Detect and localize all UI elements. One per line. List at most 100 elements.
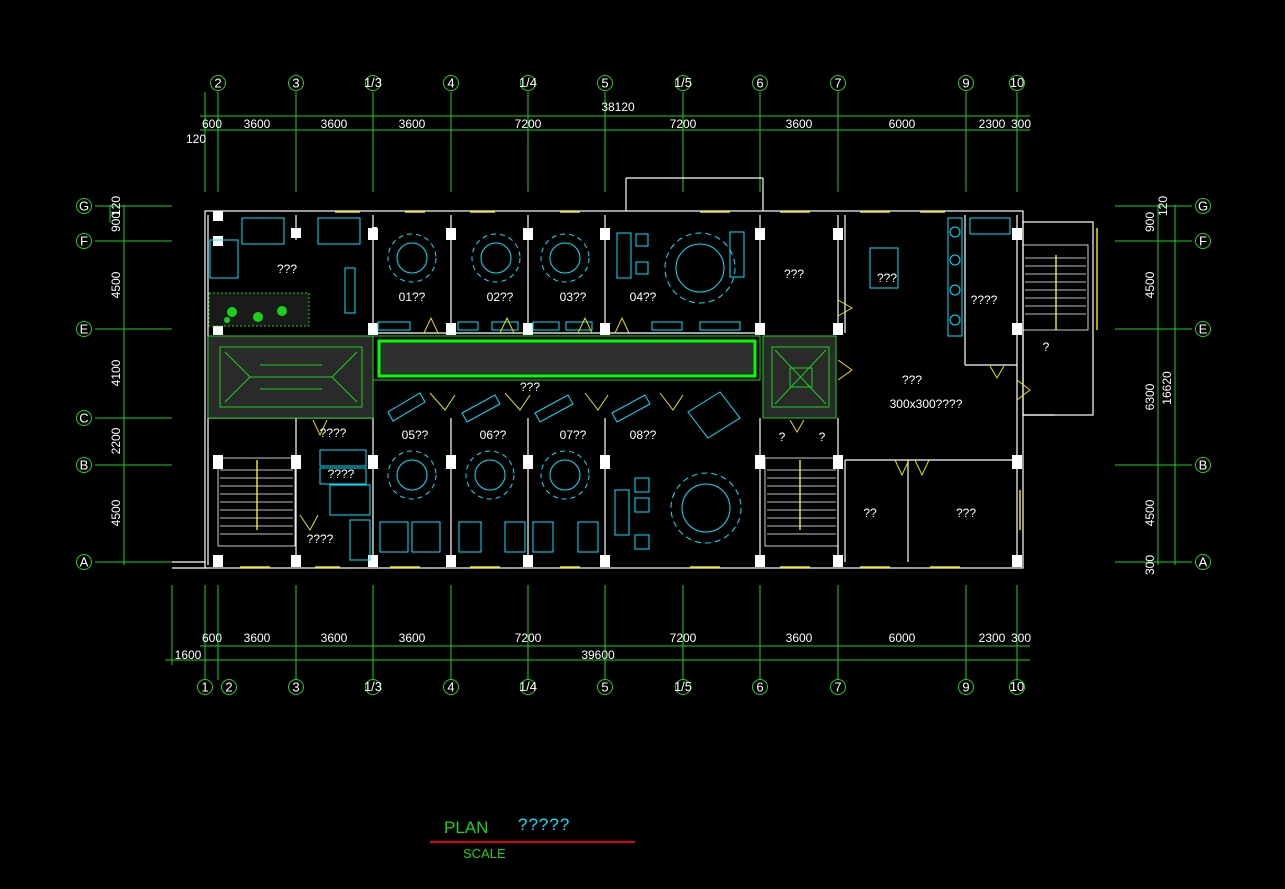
axis-bubble: 1/5 xyxy=(674,75,692,91)
room-label-stair-q1: ? xyxy=(779,430,786,444)
room-label-01: 01?? xyxy=(399,290,426,304)
room-label-small-b: ??? xyxy=(956,506,976,520)
axis-bubble: 2 xyxy=(210,75,226,91)
dimension-text: 6000 xyxy=(889,117,916,131)
dimension-text: 6300 xyxy=(1143,383,1157,410)
dimension-text: 7200 xyxy=(515,117,542,131)
axis-label: 5 xyxy=(601,76,608,91)
room-label-wc-c: ???? xyxy=(307,532,334,546)
axis-label: G xyxy=(79,199,89,214)
axis-label: E xyxy=(80,322,89,337)
building-walls xyxy=(172,177,1094,569)
room-label-08: 08?? xyxy=(630,428,657,442)
dimension-text: 1600 xyxy=(175,648,202,662)
room-label-hall: ??? xyxy=(277,262,297,276)
axis-bubble: 4 xyxy=(443,679,459,695)
axis-label: A xyxy=(80,555,89,570)
dimension-text: 300 xyxy=(1143,555,1157,575)
axis-label: 1/5 xyxy=(674,75,692,90)
scale-label: SCALE xyxy=(463,846,506,861)
room-label-wc-b: ???? xyxy=(328,467,355,481)
axis-label: 1/3 xyxy=(364,75,382,90)
dimension-text: 3600 xyxy=(399,631,426,645)
dimension-text: 3600 xyxy=(321,117,348,131)
axis-bubble: 1/5 xyxy=(674,679,692,695)
right-row-bubbles: G F E B A xyxy=(1195,198,1211,570)
room-labels: ??? 01?? 02?? 03?? 04?? ??? 05?? 06?? 07… xyxy=(277,262,1050,546)
axis-bubble: C xyxy=(76,410,92,426)
room-label-05: 05?? xyxy=(402,428,429,442)
room-label-stair-q2: ? xyxy=(819,430,826,444)
axis-bubble: A xyxy=(76,554,92,570)
room-label-office: ??? xyxy=(784,267,804,281)
room-label-03: 03?? xyxy=(560,290,587,304)
axis-label: 5 xyxy=(601,680,608,695)
dimension-text: 3600 xyxy=(244,117,271,131)
axis-label: 2 xyxy=(225,680,232,695)
axis-bubble: 6 xyxy=(752,75,768,91)
axis-bubble: 1/4 xyxy=(519,75,537,91)
room-label-store: ???? xyxy=(971,293,998,307)
left-dimensions: 900 4500 4100 2200 4500 120 xyxy=(109,196,123,527)
axis-bubble: F xyxy=(1195,233,1211,249)
axis-bubble: G xyxy=(1195,198,1211,214)
axis-label: 4 xyxy=(447,680,454,695)
dimension-text: 3600 xyxy=(786,117,813,131)
axis-bubble: 10 xyxy=(1009,679,1025,695)
dimension-text: 600 xyxy=(202,117,222,131)
dimension-text: 4500 xyxy=(1143,499,1157,526)
title-block: PLAN ????? SCALE xyxy=(430,815,650,865)
room-label-stair-q3: ? xyxy=(1043,340,1050,354)
axis-bubble: 5 xyxy=(597,679,613,695)
windows xyxy=(240,211,1098,568)
axis-bubble: 3 xyxy=(288,75,304,91)
room-label-small-a: ?? xyxy=(863,506,877,520)
dimension-text: 120 xyxy=(1156,196,1170,216)
doors xyxy=(299,299,1031,531)
dimension-text: 120 xyxy=(109,196,123,216)
dimension-text: 3600 xyxy=(399,117,426,131)
right-dimensions: 900 4500 6300 4500 300 120 16620 xyxy=(1143,196,1174,575)
axis-label: 9 xyxy=(962,76,969,91)
dimension-total: 16620 xyxy=(1160,371,1174,405)
axis-label: 3 xyxy=(292,76,299,91)
axis-label: B xyxy=(1199,458,1208,473)
dimension-text: 4500 xyxy=(109,271,123,298)
dimension-text: 2300 xyxy=(979,631,1006,645)
dimension-text: 7200 xyxy=(670,117,697,131)
axis-label: 7 xyxy=(834,76,841,91)
axis-bubble: 9 xyxy=(958,75,974,91)
axis-bubble: 5 xyxy=(597,75,613,91)
dimension-text: 300 xyxy=(1011,631,1031,645)
axis-label: 7 xyxy=(834,680,841,695)
plan-subtitle: ????? xyxy=(518,815,571,834)
dimension-text: 7200 xyxy=(515,631,542,645)
axis-bubble: 1/3 xyxy=(364,679,382,695)
dimension-text: 3600 xyxy=(244,631,271,645)
dimension-text: 2300 xyxy=(979,117,1006,131)
axis-bubble: 3 xyxy=(288,679,304,695)
dimension-total: 38120 xyxy=(601,100,635,114)
dimension-text: 4500 xyxy=(1143,271,1157,298)
bottom-dimensions: 600 3600 3600 3600 7200 7200 3600 6000 2… xyxy=(175,631,1032,662)
room-label-lobby: ??? xyxy=(902,373,922,387)
axis-label: B xyxy=(80,458,89,473)
axis-label: 4 xyxy=(447,76,454,91)
axis-bubble: 10 xyxy=(1009,75,1025,91)
axis-bubble: B xyxy=(1195,457,1211,473)
dimension-text: 4100 xyxy=(109,359,123,386)
room-label-bar: ??? xyxy=(877,271,897,285)
corridor-feature xyxy=(207,292,837,419)
axis-bubble: 7 xyxy=(830,679,846,695)
bottom-axis-bubbles: 1 2 3 1/3 4 1/4 5 1/5 6 7 9 10 xyxy=(197,679,1025,695)
axis-label: 1/5 xyxy=(674,679,692,694)
axis-bubble: 2 xyxy=(221,679,237,695)
dimension-text: 120 xyxy=(186,132,206,146)
axis-label: A xyxy=(1199,555,1208,570)
axis-bubble: A xyxy=(1195,554,1211,570)
dimension-text: 3600 xyxy=(321,631,348,645)
dimension-total: 39600 xyxy=(581,648,615,662)
axis-label: 6 xyxy=(756,76,763,91)
axis-bubble: E xyxy=(76,321,92,337)
axis-label: E xyxy=(1199,322,1208,337)
